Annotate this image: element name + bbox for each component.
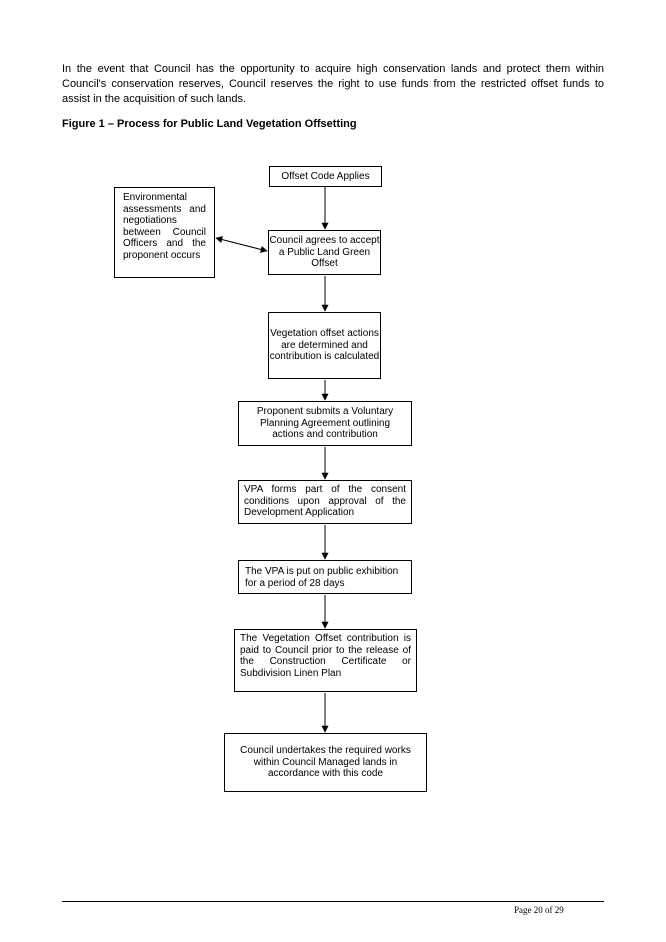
- flow-step-council-agrees: Council agrees to accept a Public Land G…: [268, 230, 381, 275]
- page-number: Page 20 of 29: [514, 905, 564, 915]
- flow-step-public-exhibition: The VPA is put on public exhibition for …: [238, 560, 412, 594]
- flow-step-vpa-consent: VPA forms part of the consent conditions…: [238, 480, 412, 524]
- arrow-side-note-double: [215, 236, 268, 253]
- intro-paragraph: In the event that Council has the opport…: [62, 63, 604, 105]
- flow-step-contribution-paid: The Vegetation Offset contribution is pa…: [234, 629, 417, 692]
- flow-step-actions-determined: Vegetation offset actions are determined…: [268, 312, 381, 379]
- flow-side-note-assessments: Environmental assessments and negotiatio…: [114, 187, 215, 278]
- footer-divider: [62, 901, 604, 902]
- figure-title: Figure 1 – Process for Public Land Veget…: [62, 118, 357, 130]
- flow-step-vpa-submitted: Proponent submits a Voluntary Planning A…: [238, 401, 412, 446]
- flow-step-works-undertaken: Council undertakes the required works wi…: [224, 733, 427, 792]
- flow-step-offset-code: Offset Code Applies: [269, 166, 382, 187]
